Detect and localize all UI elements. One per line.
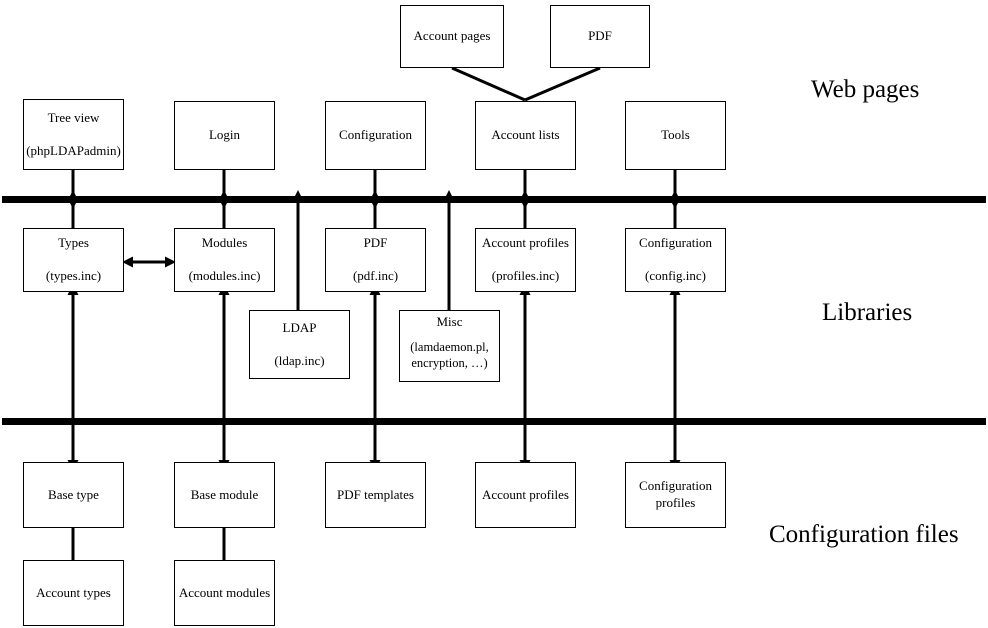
node-account-modules[interactable]: Account modules [174,560,275,626]
node-configuration-page-label: Configuration [339,127,412,143]
node-ldap-lib-sublabel: (ldap.inc) [274,352,325,368]
library-config-separator [2,418,986,425]
section-label-configuration-files: Configuration files [769,521,959,548]
node-types-lib-sublabel: (types.inc) [45,268,102,283]
node-base-module-label: Base module [190,486,259,502]
node-account-types-label: Account types [36,584,111,600]
web-library-separator [2,196,986,203]
connector-account-pages-to-account-lists [451,66,526,102]
node-misc-lib-label: Misc [436,314,463,329]
node-pdf-lib-label: PDF [363,235,388,251]
node-pdf-templates[interactable]: PDF templates [325,462,426,528]
node-account-pages[interactable]: Account pages [400,5,504,68]
node-base-module[interactable]: Base module [174,462,275,528]
node-configuration-profiles-file[interactable]: Configuration profiles [625,462,726,528]
section-label-web-pages: Web pages [811,76,920,103]
node-tree-view-label: Tree view [47,109,100,125]
node-types-lib-label: Types [58,235,89,251]
node-misc-lib-sublabel: (lamdaemon.pl, encryption, …) [410,339,489,370]
node-pdf-templates-label: PDF templates [337,486,414,502]
node-ldap-lib-label: LDAP [282,319,317,335]
node-configuration-lib-label: Configuration [639,235,712,251]
node-configuration-lib[interactable]: Configuration (config.inc) [625,228,726,292]
node-ldap-lib[interactable]: LDAP (ldap.inc) [249,310,350,379]
node-modules-lib-sublabel: (modules.inc) [188,268,261,283]
node-account-lists[interactable]: Account lists [475,101,576,170]
node-modules-lib[interactable]: Modules (modules.inc) [174,228,275,292]
node-configuration-profiles-file-sublabel: profiles [655,495,696,510]
node-pdf-source[interactable]: PDF [550,5,650,68]
node-configuration-lib-sublabel: (config.inc) [644,268,706,283]
node-account-modules-label: Account modules [178,584,271,600]
node-misc-lib[interactable]: Misc (lamdaemon.pl, encryption, …) [399,310,500,382]
node-account-types[interactable]: Account types [23,560,124,626]
node-account-profiles-file[interactable]: Account profiles [475,462,576,528]
node-pdf-lib-sublabel: (pdf.inc) [352,268,399,283]
node-modules-lib-label: Modules [201,235,248,251]
node-tree-view-sublabel: (phpLDAPadmin) [26,142,121,158]
node-base-type-label: Base type [48,486,99,502]
node-base-type[interactable]: Base type [23,462,124,528]
node-configuration-page[interactable]: Configuration [325,101,426,170]
node-tree-view[interactable]: Tree view (phpLDAPadmin) [23,99,124,170]
node-tools[interactable]: Tools [625,101,726,170]
node-types-lib[interactable]: Types (types.inc) [23,228,124,292]
node-account-profiles-lib-sublabel: (profiles.inc) [491,268,560,283]
node-configuration-profiles-file-label: Configuration [639,478,712,494]
connector-pdf-source-to-account-lists [524,66,601,102]
node-account-profiles-lib-label: Account profiles [481,235,569,251]
node-account-profiles-file-label: Account profiles [481,486,569,502]
node-tools-label: Tools [661,127,690,143]
node-pdf-lib[interactable]: PDF (pdf.inc) [325,228,426,292]
node-pdf-source-label: PDF [588,28,612,44]
section-label-libraries: Libraries [822,299,913,326]
node-login[interactable]: Login [174,101,275,170]
node-login-label: Login [208,127,241,143]
node-account-profiles-lib[interactable]: Account profiles (profiles.inc) [475,228,576,292]
node-account-pages-label: Account pages [413,28,491,44]
node-account-lists-label: Account lists [491,127,560,143]
